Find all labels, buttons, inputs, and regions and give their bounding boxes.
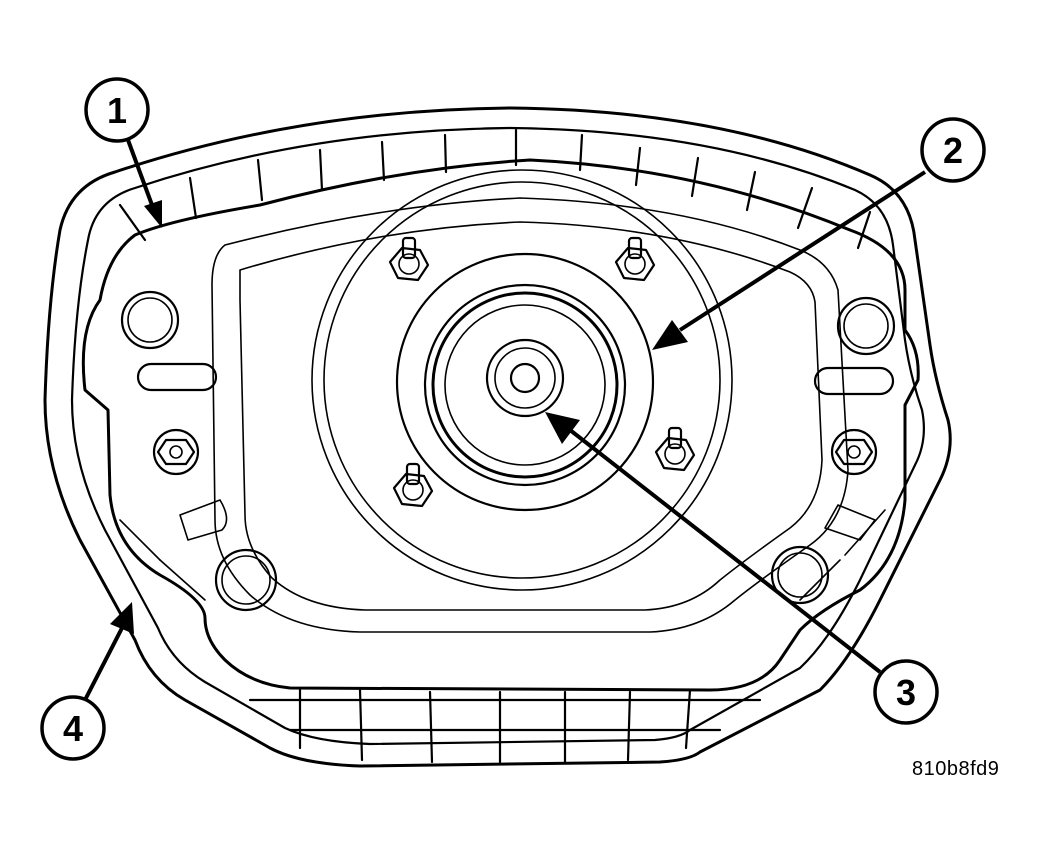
callout-4: 4 — [40, 695, 106, 761]
mounting-studs — [388, 236, 696, 508]
leader-line-2 — [678, 170, 927, 332]
arrowhead-4 — [110, 602, 134, 634]
callout-number-2: 2 — [943, 130, 963, 171]
stud-top-left — [388, 236, 430, 282]
bottom-ribs — [119, 509, 886, 764]
base-plate — [81, 158, 920, 692]
leader-line-1 — [126, 139, 154, 206]
trim-cover-housing — [43, 106, 952, 768]
callout-3: 3 — [873, 659, 939, 725]
callout-1: 1 — [84, 77, 150, 143]
side-stud-right — [830, 428, 878, 476]
top-ribs — [118, 128, 872, 250]
arrowhead-2 — [652, 320, 688, 350]
side-stud-left — [152, 428, 200, 476]
leader-line-3 — [568, 428, 882, 674]
stud-bottom-left — [392, 462, 434, 508]
callout-number-3: 3 — [896, 672, 916, 713]
callout-number-1: 1 — [107, 90, 127, 131]
arrowhead-3 — [545, 412, 580, 444]
stud-bottom-right — [654, 426, 696, 472]
callout-number-4: 4 — [63, 708, 83, 749]
figure-id: 810b8fd9 — [912, 758, 1000, 780]
callout-2: 2 — [920, 117, 986, 183]
inflator — [311, 169, 733, 591]
stud-top-right — [614, 236, 656, 282]
arrowhead-1 — [144, 200, 162, 228]
leader-line-4 — [83, 627, 124, 701]
leader-lines — [83, 139, 927, 701]
